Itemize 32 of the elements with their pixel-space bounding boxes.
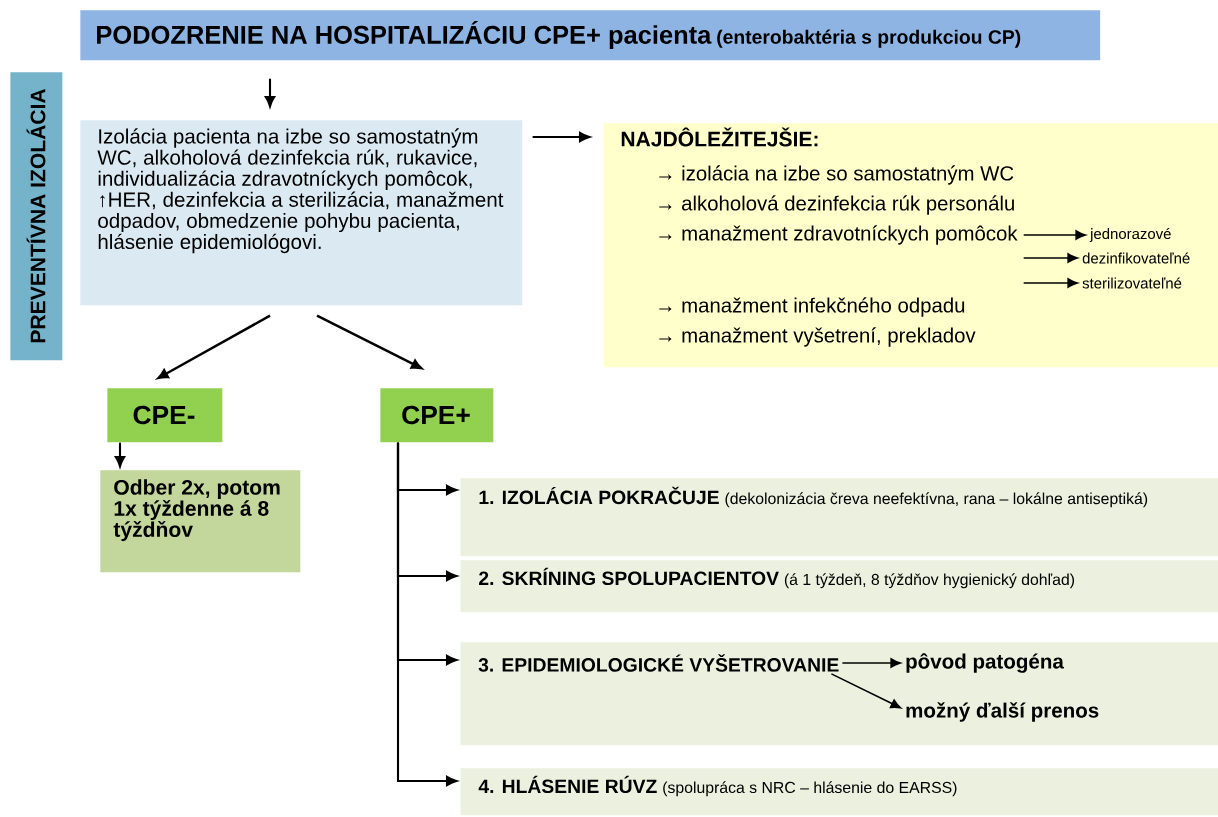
result-box: CPE- — [107, 388, 223, 443]
result-box: CPE+ — [380, 388, 494, 443]
bullet-item: → izolácia na izbe so samostatným WC — [659, 165, 1014, 185]
step-heading: 3. EPIDEMIOLOGICKÉ VYŠETROVANIE — [478, 654, 839, 672]
arrow — [264, 78, 276, 108]
arrow — [1022, 278, 1078, 288]
bullet-item: → manažment zdravotníckych pomôcok — [659, 225, 1018, 245]
step-box — [460, 642, 1218, 746]
arrow — [532, 131, 591, 143]
step-box: 2. SKRÍNING SPOLUPACIENTOV (á 1 týždeň, 8 týždňov hygienický dohľad) — [460, 560, 1218, 613]
sub-item: pôvod patogéna — [906, 653, 1064, 673]
bullet-item: → manažment infekčného odpadu — [659, 297, 965, 317]
arrow — [1022, 253, 1078, 263]
bullet-item: → manažment vyšetrení, prekladov — [659, 327, 976, 347]
arrow — [316, 314, 423, 370]
side-band: PREVENTÍVNA IZOLÁCIA — [10, 72, 63, 361]
step-box: 1. IZOLÁCIA POKRAČUJE (dekolonizácia čreva neefektívna, rana – lokálne antiseptiká) — [460, 478, 1218, 557]
step-box: 4. HLÁSENIE RÚVZ (spolupráca s NRC – hlásenie do EARSS) — [460, 768, 1218, 816]
sub-item: jednorazové — [1089, 227, 1171, 243]
arrow — [396, 442, 458, 787]
arrow — [841, 658, 901, 668]
bullet-item: → alkoholová dezinfekcia rúk personálu — [659, 195, 1014, 215]
arrow — [157, 314, 271, 380]
title-box: PODOZRENIE NA HOSPITALIZÁCIU CPE+ pacienta (enterobaktéria s produkciou CP) — [80, 10, 1101, 61]
arrow — [830, 673, 902, 709]
sub-item: dezinfikovateľné — [1082, 252, 1190, 264]
info-box: Izolácia pacienta na izbe so samostatným WC, alkoholová dezinfekcia rúk, rukavice, individualizácia zdravotníckych pomôcok, ↑HER, dezinfekcia a sterilizácia, manažment odpadov, obmedzenie pohybu pacienta, hlásenie epidemiológovi. — [80, 120, 523, 306]
sub-item: možný ďalší prenos — [906, 702, 1099, 722]
note-box: Odber 2x, potom 1x týždenne á 8 týždňov — [100, 470, 301, 573]
arrow — [114, 442, 126, 468]
arrow — [1022, 230, 1086, 240]
sub-item: sterilizovateľné — [1082, 277, 1182, 289]
